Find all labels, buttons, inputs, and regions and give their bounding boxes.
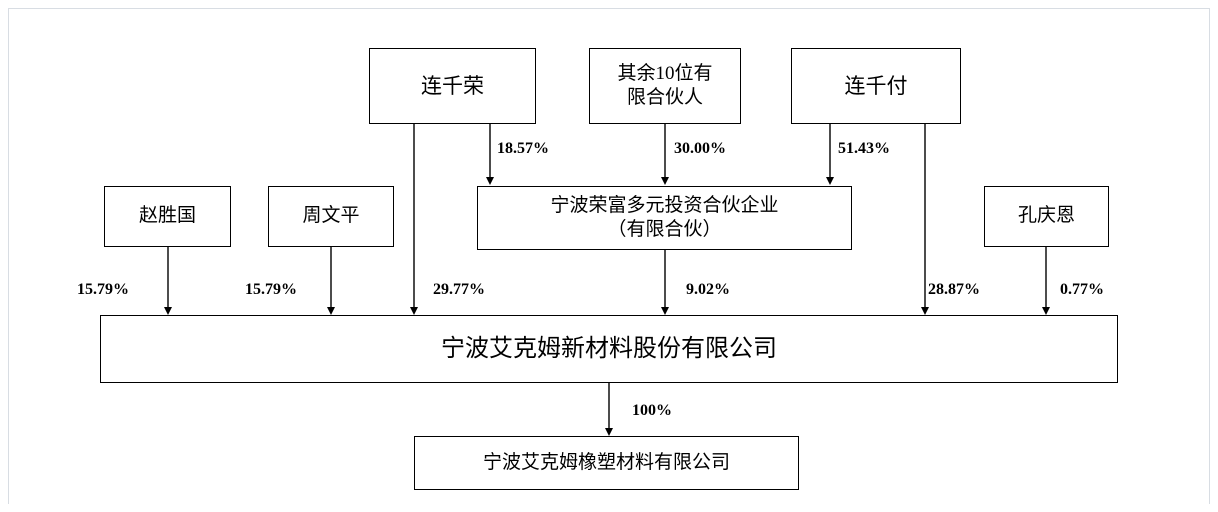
node-zhaoshengguo[interactable]: 赵胜国 [104, 186, 231, 247]
percent-other10lp-rongfu: 30.00% [674, 140, 726, 157]
percent-lianqianfu-rongfu: 51.43% [838, 140, 890, 157]
percent-company-subsidiary: 100% [632, 402, 672, 419]
node-lianqianfu[interactable]: 连千付 [791, 48, 961, 124]
frame-line-top [8, 8, 1210, 9]
frame-line-left [8, 8, 9, 504]
percent-zhouwenping-company: 15.79% [245, 281, 297, 298]
node-aikemu-xiangsu[interactable]: 宁波艾克姆橡塑材料有限公司 [414, 436, 799, 490]
node-kongqingen[interactable]: 孔庆恩 [984, 186, 1109, 247]
node-zhouwenping[interactable]: 周文平 [268, 186, 394, 247]
percent-kongqingen-company: 0.77% [1060, 281, 1104, 298]
percent-lianqianfu-company: 28.87% [928, 281, 980, 298]
percent-lianqianrong-rongfu: 18.57% [497, 140, 549, 157]
percent-lianqianrong-company: 29.77% [433, 281, 485, 298]
node-aikemu-company[interactable]: 宁波艾克姆新材料股份有限公司 [100, 315, 1118, 383]
node-ningborongfu[interactable]: 宁波荣富多元投资合伙企业 （有限合伙） [477, 186, 852, 250]
percent-zhaoshengguo-company: 15.79% [77, 281, 129, 298]
node-lianqianrong[interactable]: 连千荣 [369, 48, 536, 124]
percent-rongfu-company: 9.02% [686, 281, 730, 298]
frame-line-right [1209, 8, 1210, 504]
node-other10lp[interactable]: 其余10位有 限合伙人 [589, 48, 741, 124]
